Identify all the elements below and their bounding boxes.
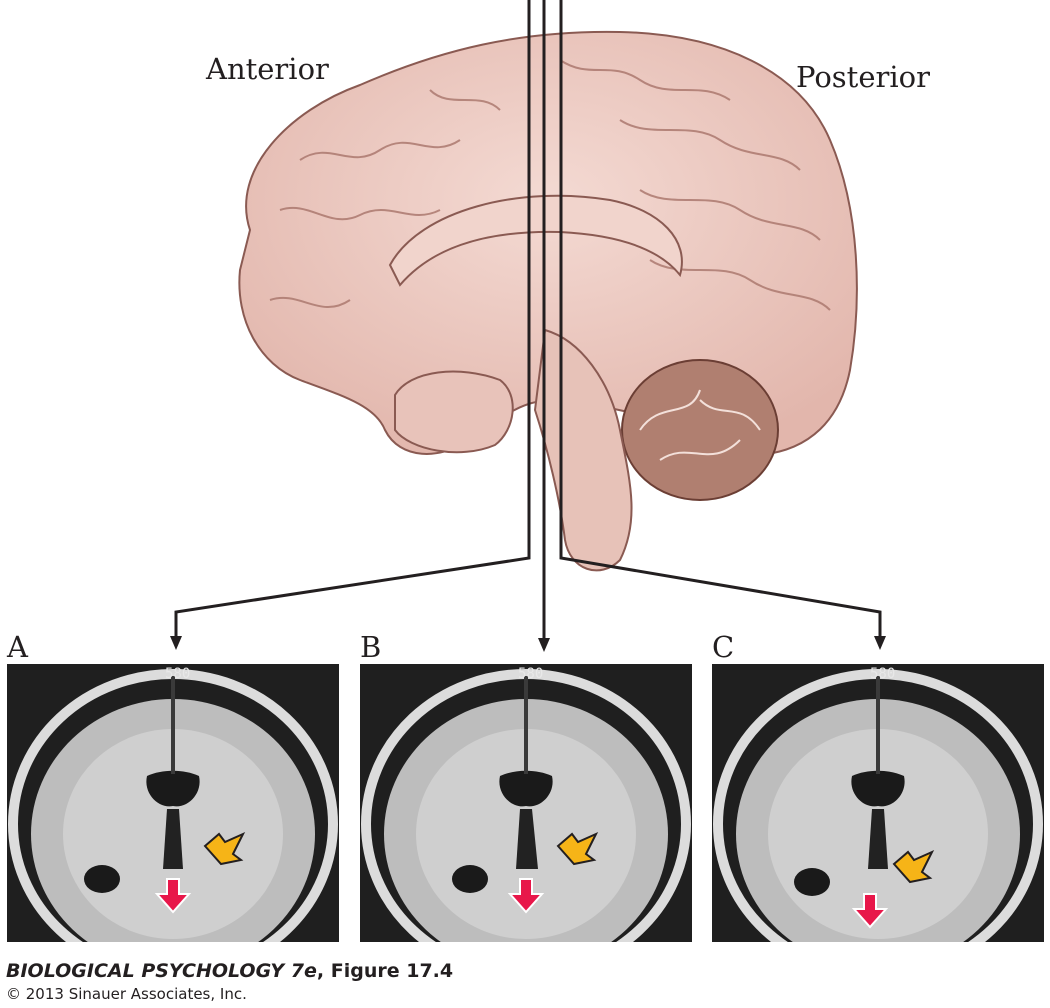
posterior-label: Posterior bbox=[796, 60, 930, 94]
mri-panel-c: 580 bbox=[712, 664, 1044, 942]
yellow-arrow-a bbox=[203, 831, 246, 866]
caption-separator: , bbox=[316, 960, 331, 982]
panel-letter-c: C bbox=[712, 630, 735, 664]
cut-line-a bbox=[174, 0, 531, 638]
yellow-arrow-c bbox=[892, 849, 935, 884]
arrowhead-a bbox=[170, 636, 182, 650]
panel-letter-a: A bbox=[7, 630, 28, 664]
mri-panel-b: 580 bbox=[360, 664, 692, 942]
figure-caption: BIOLOGICAL PSYCHOLOGY 7e, Figure 17.4 bbox=[6, 960, 453, 982]
cerebellum bbox=[621, 359, 779, 501]
brain-illustration bbox=[238, 30, 858, 572]
svg-text:580: 580 bbox=[870, 666, 895, 682]
svg-text:580: 580 bbox=[165, 666, 190, 682]
mri-panel-a: 580 bbox=[7, 664, 339, 942]
brainstem bbox=[533, 328, 633, 572]
temporal-lobe bbox=[394, 370, 514, 454]
copyright: © 2013 Sinauer Associates, Inc. bbox=[6, 985, 247, 1003]
arrowhead-b bbox=[538, 638, 550, 652]
panel-letter-b: B bbox=[360, 630, 382, 664]
caption-figure: Figure 17.4 bbox=[330, 960, 454, 982]
yellow-arrow-b bbox=[556, 831, 599, 866]
gyri bbox=[269, 59, 831, 311]
svg-text:580: 580 bbox=[518, 666, 543, 682]
red-arrow-a bbox=[154, 878, 192, 914]
cut-line-c bbox=[559, 0, 882, 638]
cerebrum bbox=[238, 30, 858, 457]
anterior-label: Anterior bbox=[206, 52, 329, 86]
connector-lines bbox=[170, 0, 886, 652]
red-arrow-b bbox=[507, 878, 545, 914]
caption-series: BIOLOGICAL PSYCHOLOGY 7e bbox=[6, 960, 317, 982]
arrowhead-c bbox=[874, 636, 886, 650]
red-arrow-c bbox=[851, 893, 889, 929]
corpus-callosum bbox=[388, 194, 683, 287]
